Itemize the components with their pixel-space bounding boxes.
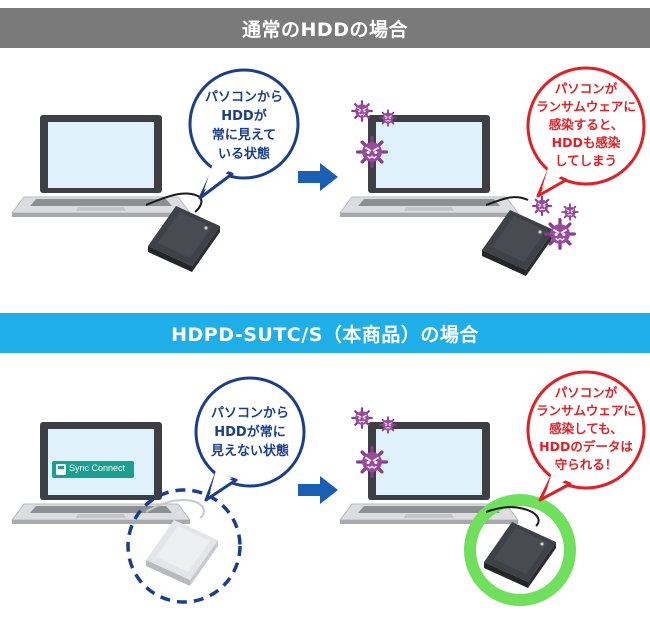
blue-speech-bubble <box>188 68 300 200</box>
virus-icon <box>351 100 373 122</box>
top-banner-title: 通常のHDDの場合 <box>242 18 408 41</box>
infected-laptop-icon <box>339 114 519 218</box>
disconnected-ring <box>126 488 242 604</box>
virus-icon <box>544 218 576 250</box>
safe-ring-icon <box>464 494 576 606</box>
bottom-banner: HDPD-SUTC/S（本商品）の場合 <box>0 313 650 353</box>
infected-hdd-icon <box>482 210 554 276</box>
usb-cable <box>485 196 529 206</box>
laptop-icon <box>11 114 191 218</box>
bottom-banner-title: HDPD-SUTC/S（本商品）の場合 <box>171 323 479 346</box>
virus-icon <box>561 203 579 221</box>
red-speech-bubble <box>526 370 646 502</box>
usb-cable <box>145 499 205 519</box>
top-banner: 通常のHDDの場合 <box>0 8 650 48</box>
usb-cable <box>485 506 540 527</box>
protected-hdd-icon <box>484 522 556 588</box>
bottom-red-bubble-text: パソコンが ランサムウェアに 感染しても、 HDDのデータは 守られる！ <box>536 385 636 472</box>
virus-icon <box>356 446 388 478</box>
disconnected-hdd-icon <box>146 520 218 586</box>
virus-icon <box>351 407 373 429</box>
top-blue-bubble-text: パソコンから HDDが 常に見えて いる状態 <box>204 90 283 162</box>
virus-icon <box>356 136 388 168</box>
virus-icon <box>379 416 397 434</box>
virus-icon <box>531 195 553 217</box>
red-speech-bubble <box>526 66 646 198</box>
blue-speech-bubble <box>194 376 306 502</box>
virus-icon <box>379 109 397 127</box>
usb-cable <box>145 192 203 213</box>
sync-connect-label: Sync Connect <box>69 463 126 473</box>
top-red-bubble-text: パソコンが ランサムウェアに 感染すると、 HDDも感染 してしまう <box>536 81 636 168</box>
bottom-blue-bubble-text: パソコンから HDDが常に 見えない状態 <box>210 406 289 459</box>
right-arrow-icon <box>298 476 338 504</box>
sync-connect-icon <box>52 461 134 478</box>
right-arrow-icon <box>298 163 338 191</box>
